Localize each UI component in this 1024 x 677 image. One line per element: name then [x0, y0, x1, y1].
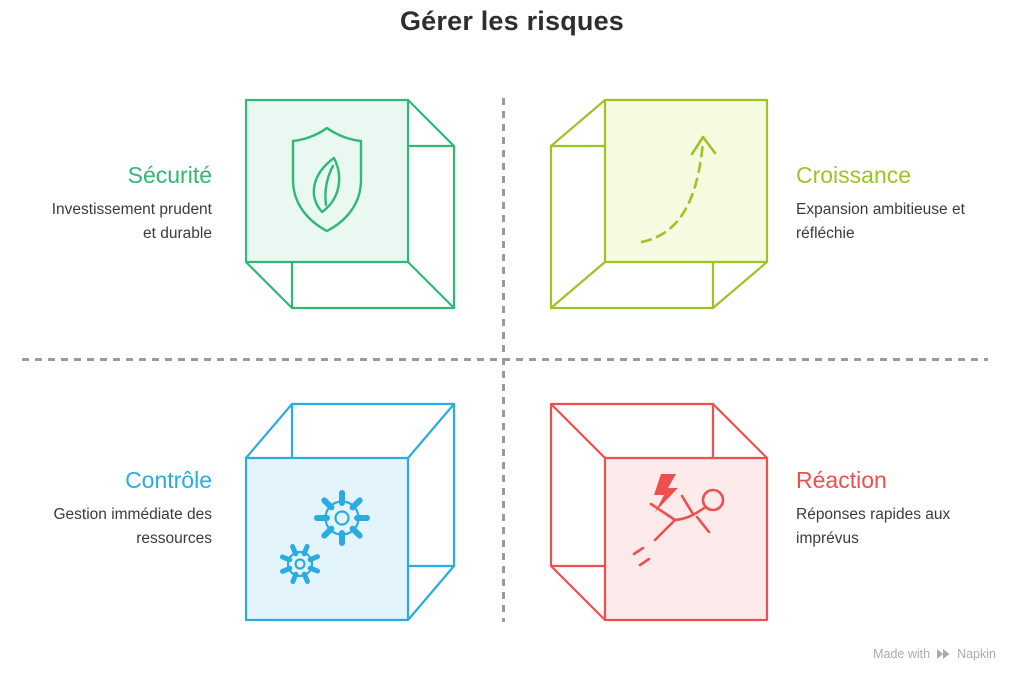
quadrant-title-croissance: Croissance — [796, 162, 912, 188]
quadrant-desc-securite: Investissement prudent et durable — [51, 201, 212, 242]
croissance-cube-icon — [549, 98, 769, 310]
quadrant-desc-controle: Gestion immédiate des ressources — [53, 506, 212, 547]
quadrant-desc-croissance: Expansion ambitieuse et réfléchie — [796, 201, 965, 242]
napkin-logo-icon — [937, 649, 950, 659]
growth-arrow-icon — [640, 135, 717, 244]
watermark-brand: Napkin — [957, 647, 996, 661]
quadrant-title-securite: Sécurité — [127, 162, 212, 188]
gears-icon — [279, 490, 370, 585]
quadrant-desc-reaction: Réponses rapides aux imprévus — [796, 506, 951, 547]
quadrant-text-reaction: Réaction Réponses rapides aux imprévus — [796, 467, 972, 550]
controle-cube-icon — [244, 402, 456, 622]
quadrant-text-controle: Contrôle Gestion immédiate des ressource… — [42, 467, 212, 550]
horizontal-dashed-divider — [22, 358, 988, 361]
quadrant-title-reaction: Réaction — [796, 467, 887, 493]
page-title: Gérer les risques — [399, 6, 625, 36]
napkin-watermark-link[interactable]: Made with Napkin — [873, 647, 996, 661]
quadrant-text-croissance: Croissance Expansion ambitieuse et réflé… — [796, 162, 972, 245]
watermark-prefix: Made with — [873, 647, 931, 661]
quadrant-text-securite: Sécurité Investissement prudent et durab… — [42, 162, 212, 245]
reaction-cube-icon — [549, 402, 769, 622]
securite-cube-icon — [244, 98, 456, 310]
falling-person-icon — [632, 474, 725, 567]
shield-leaf-icon — [291, 126, 363, 233]
quadrant-title-controle: Contrôle — [125, 467, 212, 493]
